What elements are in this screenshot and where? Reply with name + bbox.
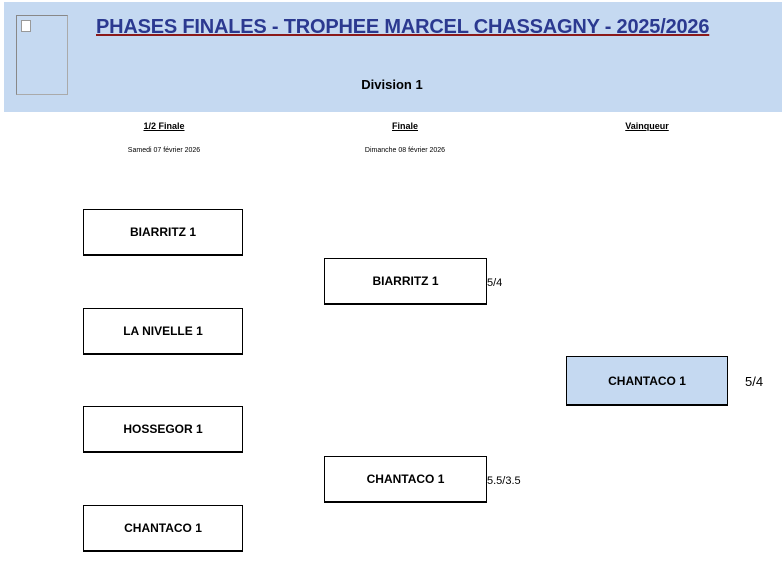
- header-band: [4, 2, 782, 112]
- column-header-winner: Vainqueur: [625, 121, 669, 131]
- winner-team-box: CHANTACO 1: [566, 356, 728, 406]
- semifinal-team-box: CHANTACO 1: [83, 505, 243, 552]
- final-team-box: CHANTACO 1: [324, 456, 487, 503]
- final-score: 5/4: [487, 277, 503, 289]
- division-label: Division 1: [361, 77, 423, 92]
- winner-score: 5/4: [745, 374, 764, 389]
- broken-image-placeholder: [16, 15, 68, 95]
- page-title: PHASES FINALES - TROPHEE MARCEL CHASSAGN…: [96, 16, 710, 38]
- semifinal-date: Samedi 07 février 2026: [127, 147, 201, 154]
- semifinal-team-box: BIARRITZ 1: [83, 209, 243, 256]
- semifinal-team-box: HOSSEGOR 1: [83, 406, 243, 453]
- broken-image-icon: [21, 20, 31, 32]
- final-team-box: BIARRITZ 1: [324, 258, 487, 305]
- column-header-semifinal: 1/2 Finale: [143, 121, 185, 131]
- final-score: 5.5/3.5: [487, 475, 521, 487]
- column-header-final: Finale: [391, 121, 419, 131]
- final-date: Dimanche 08 février 2026: [364, 147, 446, 154]
- semifinal-team-box: LA NIVELLE 1: [83, 308, 243, 355]
